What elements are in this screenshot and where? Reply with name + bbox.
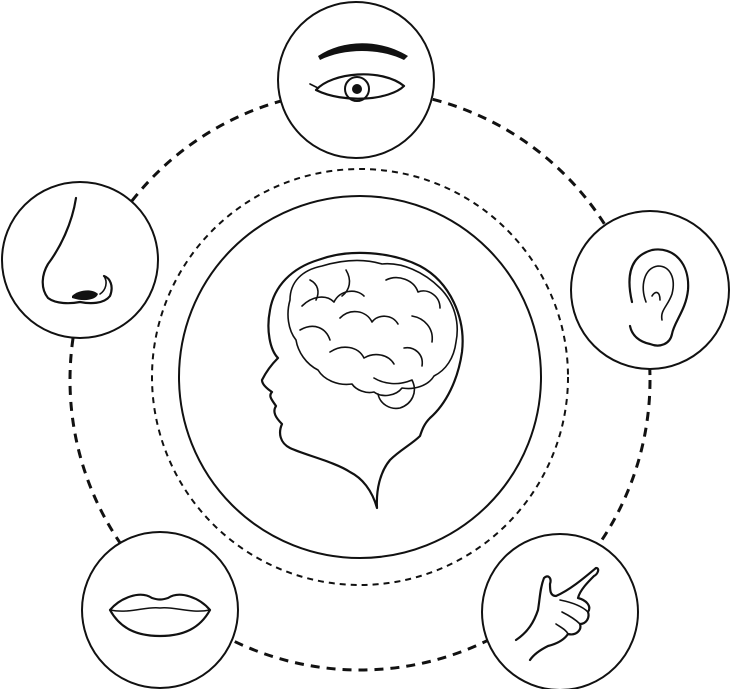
sense-node-taste	[81, 531, 239, 689]
sense-node-touch	[481, 533, 639, 689]
ear-icon	[628, 248, 690, 347]
center-circle	[178, 195, 542, 559]
sense-node-sight	[277, 1, 435, 159]
inner-dashed-ring	[151, 168, 569, 586]
eye-icon	[309, 43, 408, 102]
hand-icon	[514, 566, 600, 662]
sense-node-smell	[1, 181, 159, 339]
sense-node-hearing	[570, 210, 730, 370]
lips-icon	[108, 593, 212, 638]
brain-head-icon	[260, 251, 464, 510]
nose-icon	[41, 196, 113, 305]
